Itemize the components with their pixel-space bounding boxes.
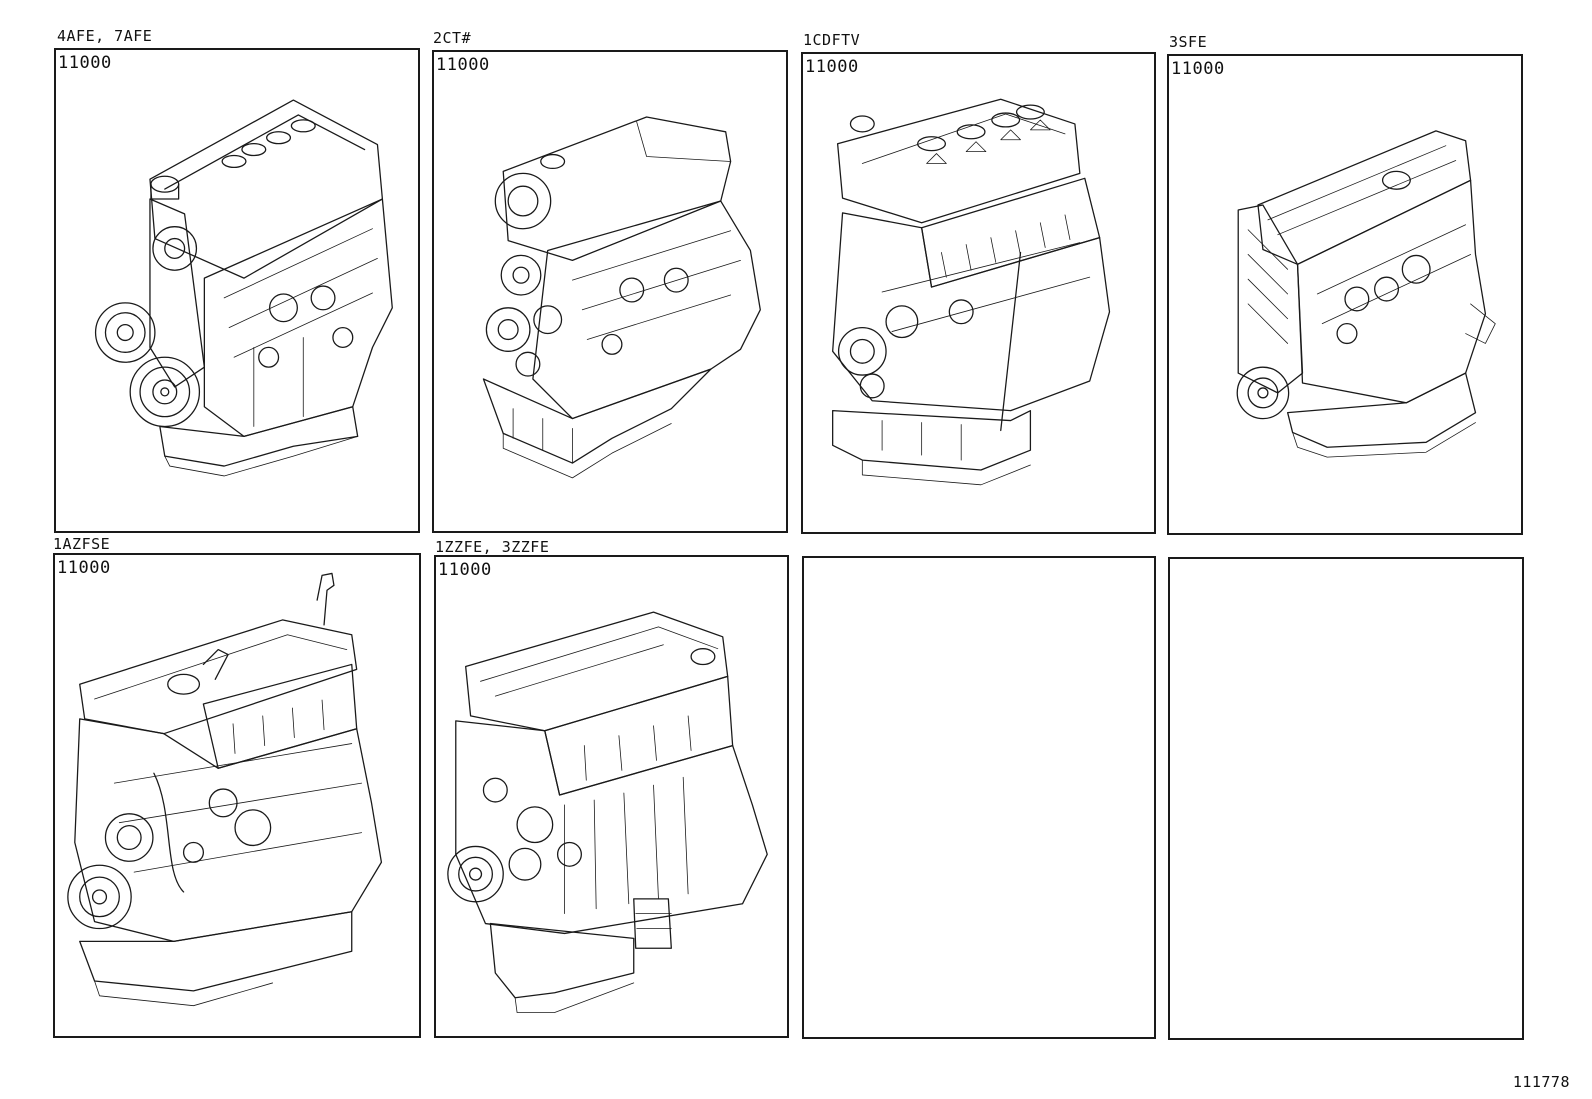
- engine-illustration: [55, 555, 419, 1036]
- panel-label-2: 2CT#: [433, 29, 472, 47]
- panel-label-3: 1CDFTV: [803, 31, 861, 49]
- engine-panel-1azfse[interactable]: 11000: [53, 553, 421, 1038]
- engine-panel-1cdftv[interactable]: 11000: [801, 52, 1156, 534]
- engine-illustration: [436, 557, 787, 1036]
- panel-label-4: 3SFE: [1169, 33, 1208, 51]
- part-number: 11000: [805, 57, 859, 77]
- engine-illustration: [1169, 56, 1521, 533]
- panel-label-6: 1ZZFE, 3ZZFE: [435, 538, 550, 556]
- panel-label-1: 4AFE, 7AFE: [57, 27, 153, 45]
- empty-panel-1: [802, 556, 1156, 1039]
- panel-label-5: 1AZFSE: [53, 535, 111, 553]
- engine-illustration: [56, 50, 418, 531]
- part-number: 11000: [436, 55, 490, 75]
- part-number: 11000: [57, 558, 111, 578]
- part-number: 11000: [438, 560, 492, 580]
- part-number: 11000: [1171, 59, 1225, 79]
- engine-illustration: [803, 54, 1154, 532]
- engine-panel-2ct[interactable]: 11000: [432, 50, 788, 533]
- engine-panel-3sfe[interactable]: 11000: [1167, 54, 1523, 535]
- engine-illustration: [434, 52, 786, 531]
- part-number: 11000: [58, 53, 112, 73]
- engine-panel-4afe[interactable]: 11000: [54, 48, 420, 533]
- figure-reference: 111778: [1512, 1073, 1570, 1091]
- empty-panel-2: [1168, 557, 1524, 1040]
- engine-panel-1zzfe[interactable]: 11000: [434, 555, 789, 1038]
